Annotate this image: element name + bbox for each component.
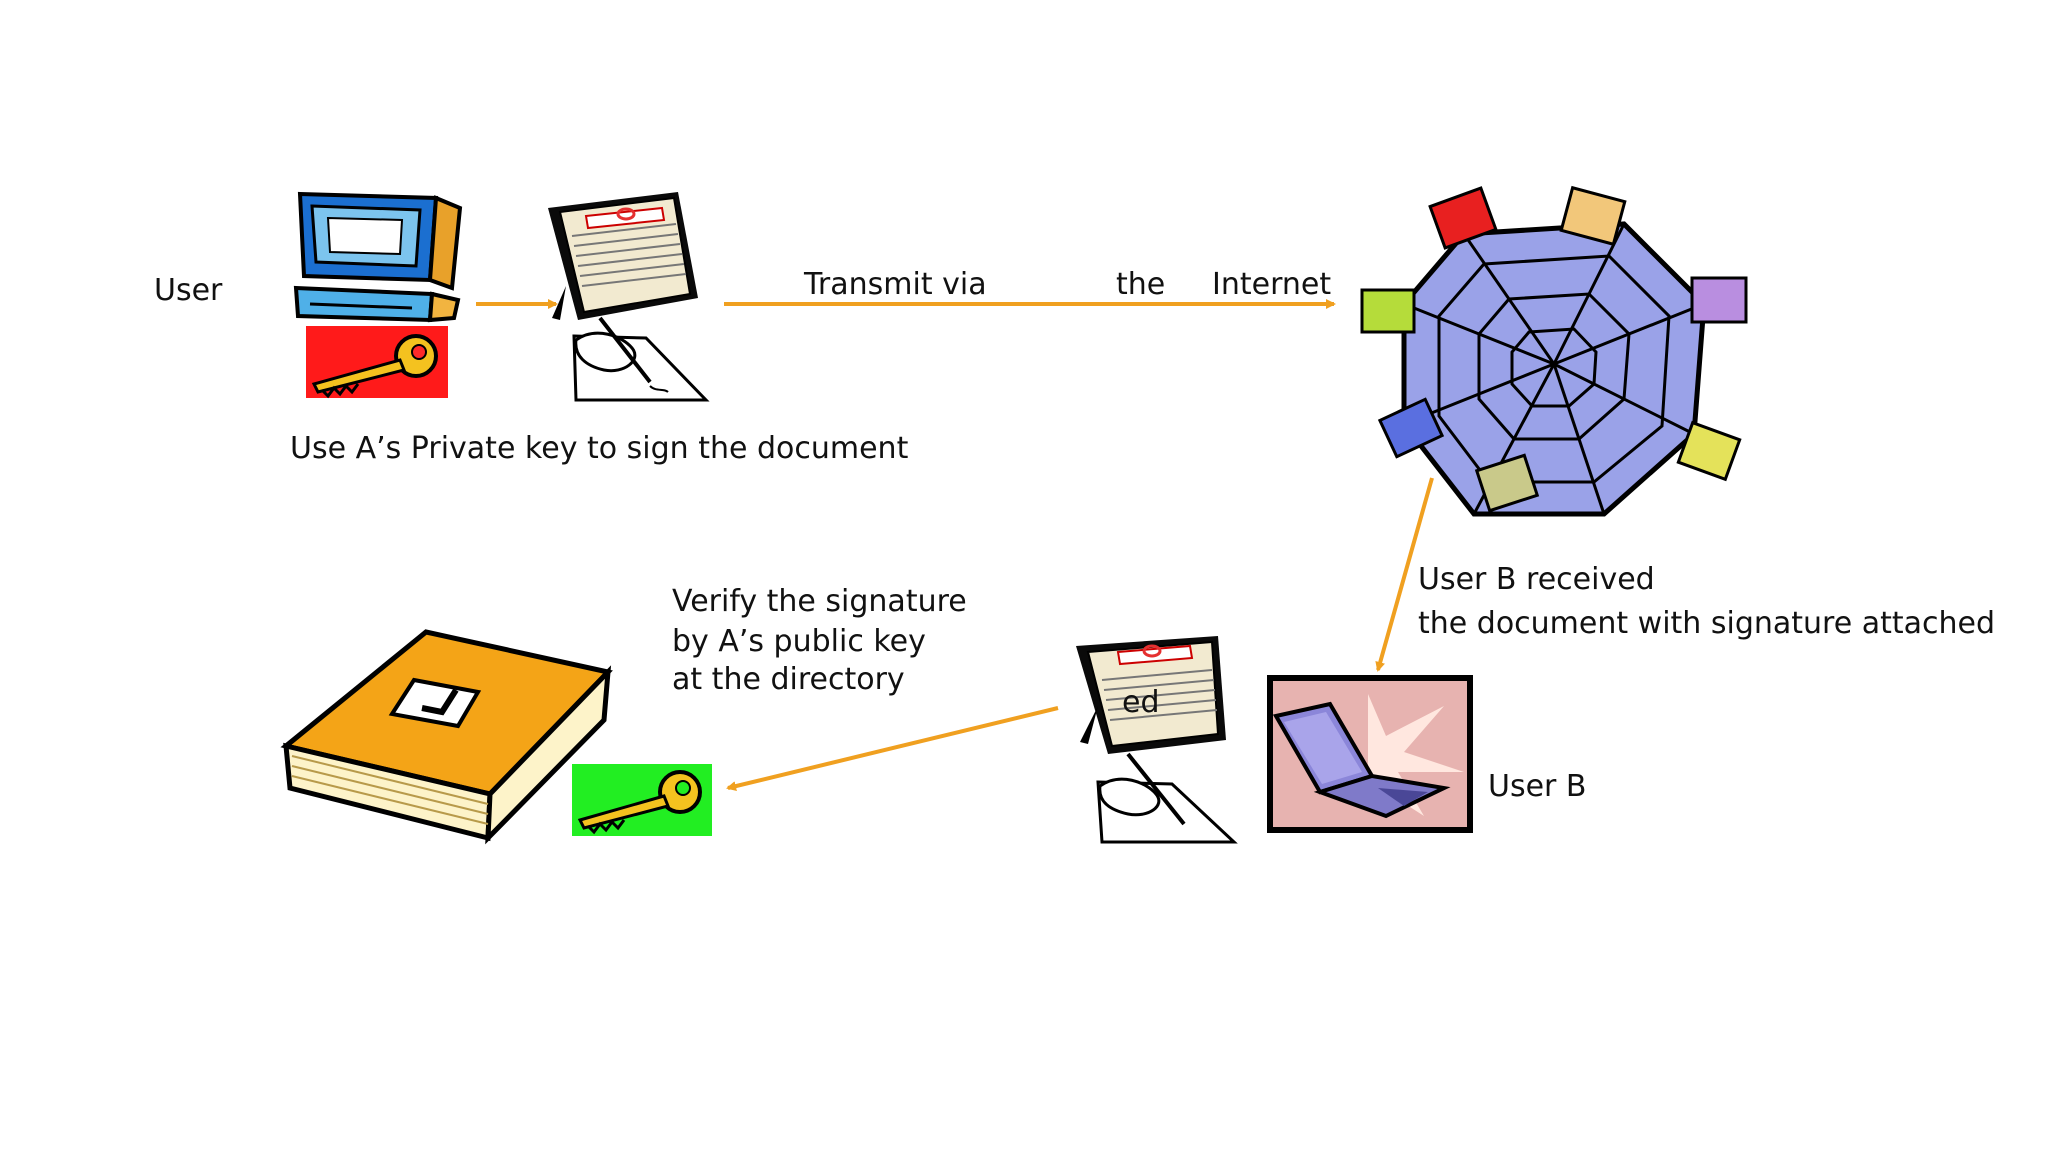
signed-document-icon bbox=[1076, 636, 1238, 844]
verify-caption: Verify the signature by A’s public key a… bbox=[672, 580, 967, 702]
user-b-label: User B bbox=[1488, 769, 1587, 804]
transmit-word-2: the bbox=[1116, 267, 1166, 302]
verify-line-3: at the directory bbox=[672, 662, 905, 697]
sign-caption: Use A’s Private key to sign the document bbox=[290, 431, 909, 466]
arrow-internet-to-user-b bbox=[1375, 477, 1434, 672]
public-key-icon bbox=[572, 764, 712, 836]
laptop-icon bbox=[1267, 675, 1473, 833]
user-label: User bbox=[154, 273, 223, 308]
verify-line-2: by A’s public key bbox=[672, 624, 926, 659]
desktop-computer-icon bbox=[293, 191, 463, 323]
private-key-icon bbox=[306, 326, 448, 399]
book-icon bbox=[280, 629, 613, 845]
received-line-1: User B received bbox=[1418, 562, 1655, 597]
transmit-word-3: Internet bbox=[1212, 267, 1332, 302]
arrow-document-to-directory bbox=[726, 706, 1059, 791]
document-fragment-text: ed bbox=[1122, 685, 1160, 720]
verify-line-1: Verify the signature bbox=[672, 584, 967, 619]
network-web-icon bbox=[1360, 185, 1748, 517]
signed-document-icon bbox=[548, 192, 710, 402]
received-caption: User B received the document with signat… bbox=[1418, 558, 1995, 646]
transmit-word-1: Transmit via bbox=[804, 267, 987, 302]
received-line-2: the document with signature attached bbox=[1418, 606, 1996, 641]
